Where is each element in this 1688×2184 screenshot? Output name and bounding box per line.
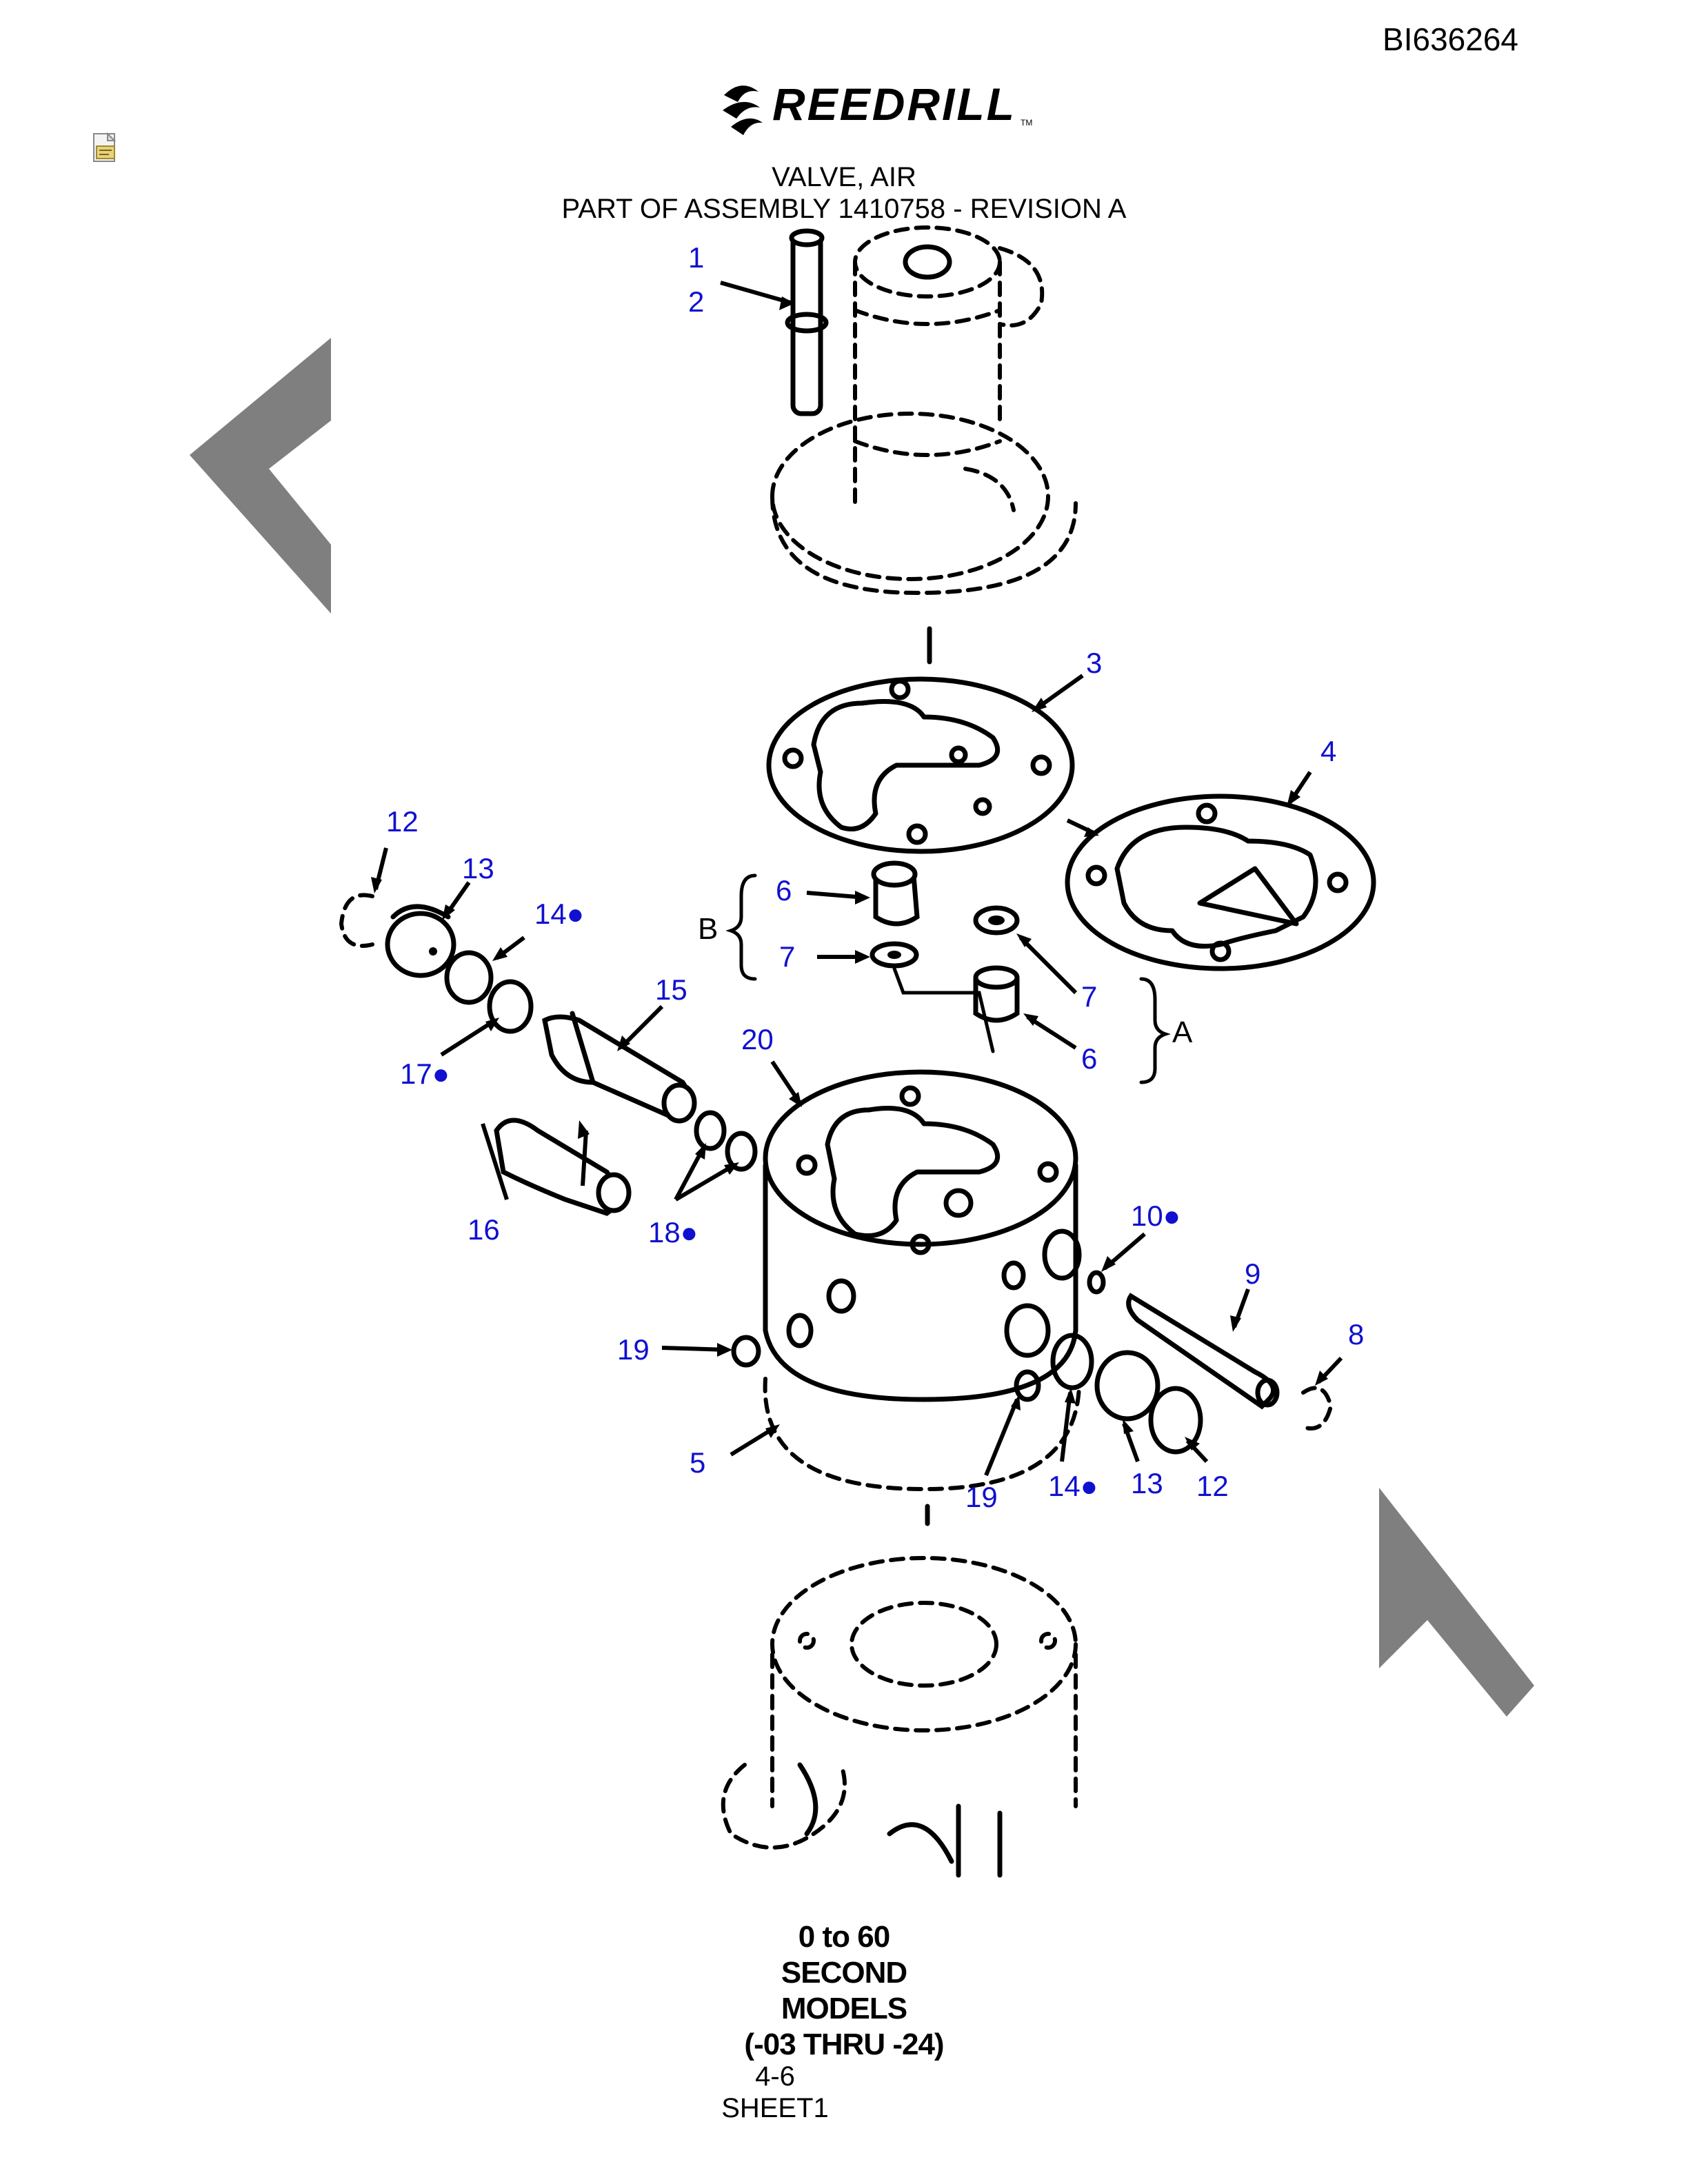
model-line-2: SECOND	[781, 1956, 907, 1990]
part-8	[1301, 1386, 1334, 1430]
page-number: 4-6	[755, 2061, 795, 2092]
bracket-a	[1139, 977, 1171, 1084]
callout-3: 3	[1086, 647, 1102, 679]
part-valve-b	[870, 860, 920, 969]
brand-name: REEDRILL	[772, 79, 1016, 130]
group-label-a: A	[1172, 1015, 1193, 1049]
callout-10: 10●	[1131, 1200, 1180, 1232]
watermark-left-shape	[190, 338, 331, 614]
part-10	[1087, 1270, 1106, 1295]
bracket-b	[725, 873, 757, 981]
top-housing-dashed	[770, 225, 1078, 596]
callout-17: 17●	[400, 1058, 450, 1090]
part-gasket-3	[766, 676, 1075, 854]
part-o-ring-14-right	[1050, 1333, 1094, 1391]
callout-7-a: 7	[1081, 980, 1097, 1013]
title-line-1: VALVE, AIR	[772, 162, 916, 192]
lower-housing-dashed	[763, 1377, 1081, 1492]
model-line-3: MODELS	[781, 1992, 907, 2025]
part-spool-15	[542, 1011, 697, 1124]
callout-16: 16	[468, 1213, 500, 1246]
group-label-b: B	[698, 912, 718, 946]
callout-18: 18●	[648, 1216, 698, 1248]
callout-5: 5	[690, 1446, 705, 1479]
callout-14-right: 14●	[1048, 1470, 1098, 1502]
part-valve-body-20	[763, 1069, 1082, 1402]
part-o-ring-14	[444, 950, 494, 1005]
part-valve-a	[973, 905, 1020, 1023]
leader-arrows	[371, 281, 1343, 1477]
brand-logo: REEDRILL TM	[723, 79, 1032, 135]
part-end-cap-right	[1094, 1350, 1160, 1422]
callout-12-left: 12	[386, 805, 419, 838]
callout-6-a: 6	[1081, 1042, 1097, 1075]
callout-20: 20	[741, 1023, 774, 1055]
callout-9: 9	[1245, 1257, 1260, 1290]
part-19-left	[731, 1335, 761, 1368]
part-retaining-ring-12-right	[1148, 1386, 1203, 1455]
document-id: BI636264	[1383, 21, 1518, 57]
callout-8: 8	[1348, 1318, 1364, 1351]
part-gasket-4	[1065, 793, 1376, 971]
callout-1: 1	[688, 241, 704, 274]
part-pin	[785, 228, 829, 416]
part-o-ring-18a	[694, 1110, 727, 1151]
callout-4: 4	[1320, 735, 1336, 767]
callout-2: 2	[688, 285, 704, 318]
callout-15: 15	[655, 973, 687, 1006]
callout-7-b: 7	[779, 940, 795, 973]
part-o-ring-18b	[725, 1131, 758, 1172]
reedrill-swirl-icon	[723, 85, 763, 135]
callout-labels: 1 2 3 4 12 13 14● 6 7 7 6 15 20 17● 16 1…	[386, 241, 1364, 1513]
part-19-right	[1014, 1369, 1041, 1402]
callout-12-right: 12	[1196, 1470, 1229, 1502]
model-line-1: 0 to 60	[798, 1920, 890, 1954]
note-icon[interactable]	[91, 132, 120, 164]
callout-13-right: 13	[1131, 1467, 1163, 1499]
sheet-label: SHEET1	[721, 2093, 829, 2123]
part-o-ring-17	[487, 979, 534, 1034]
part-plunger-16	[494, 1118, 632, 1216]
title-line-2: PART OF ASSEMBLY 1410758 - REVISION A	[561, 194, 1127, 224]
callout-13-left: 13	[462, 852, 494, 884]
callout-14-left: 14●	[534, 898, 584, 930]
watermark-right-shape	[1379, 1488, 1534, 1717]
part-end-cap-left	[339, 893, 456, 978]
trademark-mark: TM	[1021, 118, 1032, 128]
callout-6-b: 6	[776, 874, 792, 907]
callout-19-left: 19	[617, 1333, 650, 1366]
part-pin-9	[1126, 1293, 1280, 1410]
model-range-block: 0 to 60 SECOND MODELS (-03 THRU -24)	[0, 1919, 1688, 2063]
leader-line-valves	[892, 967, 995, 1053]
model-line-4: (-03 THRU -24)	[744, 2028, 944, 2061]
callout-19-right: 19	[965, 1481, 998, 1513]
bottom-housing-dashed	[721, 1556, 1078, 1878]
